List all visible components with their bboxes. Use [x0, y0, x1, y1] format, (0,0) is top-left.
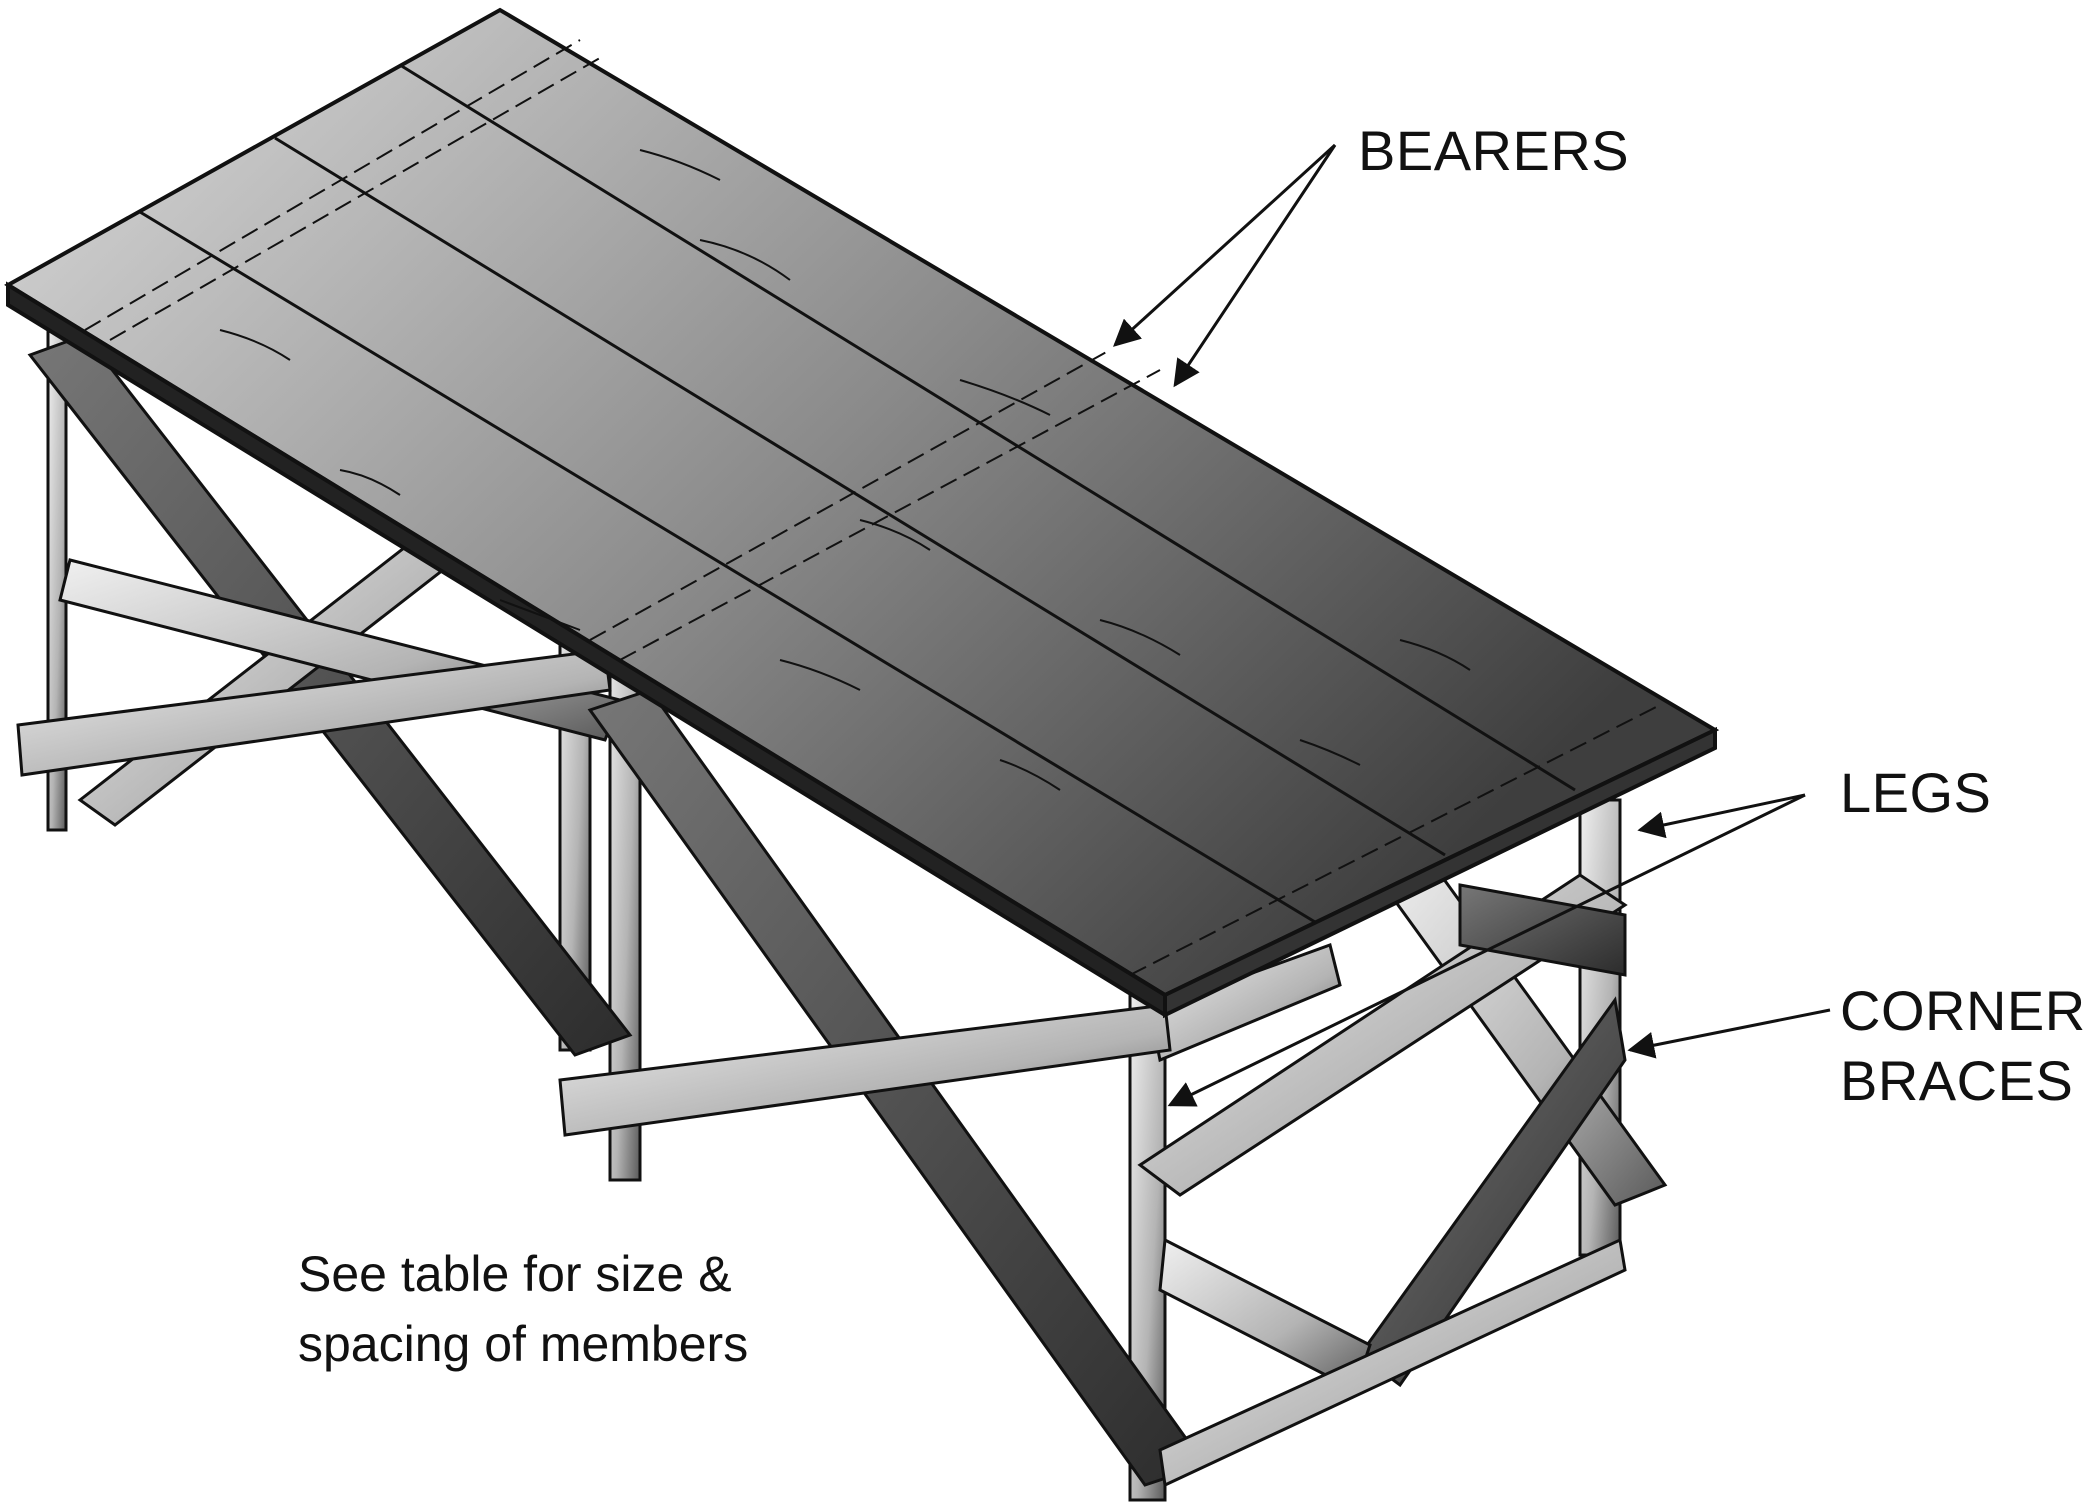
note-line-2: spacing of members — [298, 1316, 749, 1372]
bearer-dashed-3 — [589, 349, 1111, 641]
wood-grain — [219, 149, 1471, 791]
left-trestle — [16, 328, 642, 1182]
arrow-icon — [1167, 793, 1806, 1107]
right-bottom-rail — [1158, 1237, 1627, 1488]
bearer-dashed-2 — [109, 54, 606, 341]
corner-brace-top — [1458, 883, 1627, 977]
deck-edge-right — [1163, 726, 1717, 1019]
bearer-dashed-4 — [619, 369, 1161, 661]
arrow-icon — [1173, 144, 1337, 388]
callout-arrows — [1113, 143, 1831, 1107]
arrow-icon — [1627, 1008, 1831, 1059]
right-diagonal-brace-3 — [1137, 873, 1628, 1197]
arrow-icon — [1113, 143, 1337, 347]
bearer-dashed-5 — [1129, 704, 1661, 976]
left-ledger — [16, 648, 612, 777]
arrow-icon — [1637, 793, 1806, 839]
bearer-dashed-1 — [84, 39, 581, 331]
note-line-1: See table for size & — [298, 1246, 732, 1302]
corner-braces-label-line1: CORNER — [1840, 979, 2085, 1042]
right-ledger — [558, 1003, 1172, 1137]
plank-seam-2 — [274, 136, 1446, 857]
deck — [4, 7, 1720, 1019]
plank-seam-1 — [139, 210, 1316, 924]
right-trestle — [558, 688, 1668, 1502]
bearers-label: BEARERS — [1358, 119, 1630, 182]
plank-seam-3 — [399, 63, 1576, 792]
corner-braces-label-line2: BRACES — [1840, 1049, 2074, 1112]
legs-label: LEGS — [1840, 761, 1992, 824]
corner-brace-right — [1357, 996, 1627, 1388]
